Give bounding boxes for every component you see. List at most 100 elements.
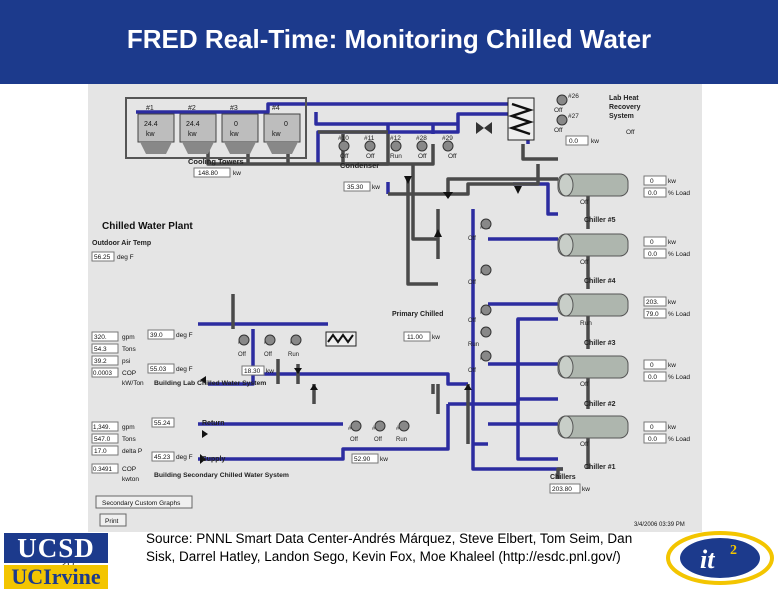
condenser-label: Condenser: [340, 161, 379, 170]
svg-text:Tons: Tons: [122, 436, 136, 443]
svg-text:#12: #12: [390, 135, 401, 142]
pump-icon: [480, 218, 492, 230]
svg-text:Run: Run: [288, 352, 299, 358]
primary-kw: 11.00: [407, 334, 423, 341]
svg-text:0.0: 0.0: [648, 251, 657, 258]
svg-text:#27: #27: [568, 113, 579, 120]
calit2-logo: it 2: [666, 531, 774, 585]
pipes: [136, 102, 590, 479]
svg-text:1,349.: 1,349.: [93, 424, 110, 431]
uci-logo: UCIrvine: [4, 565, 108, 589]
svg-text:% Load: % Load: [668, 190, 690, 197]
svg-text:Off: Off: [340, 153, 349, 160]
cooling-tower: #3 0 kw: [221, 105, 259, 154]
chiller-name: Chiller #4: [584, 278, 616, 285]
svg-text:Run: Run: [580, 320, 592, 327]
tower-kw: kw: [146, 131, 156, 138]
svg-text:kw: kw: [582, 486, 590, 493]
svg-text:kwton: kwton: [122, 476, 139, 483]
tower-value: 0: [284, 121, 288, 128]
condenser-pumps: #10 Off #11 Off #12 Run #28 Off #29 Off: [338, 135, 457, 160]
chiller-name: Chiller #1: [584, 464, 616, 471]
chillers-kw: 203.80: [552, 486, 572, 493]
svg-text:Off: Off: [468, 236, 476, 242]
lab-heat-kw: 0.0: [569, 138, 578, 145]
svg-text:17.0: 17.0: [94, 448, 107, 455]
svg-text:% Load: % Load: [668, 311, 690, 318]
plant-title: Chilled Water Plant: [102, 221, 193, 232]
tower-name: #3: [230, 105, 238, 112]
lab-kw: 18.30: [244, 368, 261, 375]
pump-icon: [480, 304, 492, 316]
svg-text:deg F: deg F: [176, 454, 193, 461]
chiller: Off Chiller #2 0 kw 0.0 % Load: [557, 355, 690, 408]
chillers-label: Chillers: [550, 474, 576, 481]
lab-chilled-water-system: 320. gpm 54.3 Tons 39.2 psi 0.0003 COP k…: [91, 329, 357, 387]
lab-supply-temp: 39.0: [150, 332, 163, 339]
print-button[interactable]: Print: [99, 513, 127, 527]
svg-text:#29: #29: [442, 135, 453, 142]
chiller: Off Chiller #1 0 kw 0.0 % Load: [557, 415, 690, 471]
tower-kw: kw: [188, 131, 198, 138]
svg-text:Off: Off: [418, 153, 427, 160]
secondary-chilled-water-system: 1,349. gpm 547.0 Tons 17.0 delta P 0.349…: [91, 417, 410, 483]
cooling-tower: #2 24.4 kw: [179, 105, 217, 154]
svg-text:Tons: Tons: [122, 346, 136, 353]
svg-text:it: it: [700, 545, 715, 574]
svg-text:kw: kw: [591, 138, 599, 145]
svg-text:Off: Off: [626, 129, 635, 136]
svg-text:#28: #28: [416, 135, 427, 142]
flow-arrows: [200, 176, 522, 464]
chillers: Off Chiller #5 0 kw 0.0 % Load Off Chill…: [557, 173, 690, 471]
svg-text:deg F: deg F: [176, 366, 193, 373]
secondary-graphs-label: Secondary Custom Graphs: [102, 500, 181, 507]
cooling-tower: #1 24.4 kw: [137, 105, 175, 154]
chiller-name: Chiller #5: [584, 217, 616, 224]
pump-icon: [238, 334, 250, 346]
svg-text:COP: COP: [122, 466, 136, 473]
svg-text:deg F: deg F: [117, 254, 134, 261]
svg-text:Off: Off: [468, 280, 476, 286]
svg-text:Off: Off: [554, 107, 563, 114]
pump-icon: [350, 420, 362, 432]
svg-text:Off: Off: [580, 441, 589, 448]
chiller-name: Chiller #2: [584, 401, 616, 408]
tower-name: #2: [188, 105, 196, 112]
svg-text:203.: 203.: [646, 299, 659, 306]
title-bar: FRED Real-Time: Monitoring Chilled Water: [0, 0, 778, 84]
svg-text:Run: Run: [468, 342, 479, 348]
outdoor-label: Outdoor Air Temp: [92, 240, 151, 247]
tower-value: 24.4: [144, 121, 158, 128]
pump-icon: [556, 94, 568, 106]
svg-text:kw: kw: [380, 456, 388, 463]
valve-icon: [476, 122, 492, 134]
tower-value: 0: [234, 121, 238, 128]
secondary-graphs-button[interactable]: Secondary Custom Graphs: [95, 495, 193, 509]
pump-icon: [480, 264, 492, 276]
svg-text:% Load: % Load: [668, 436, 690, 443]
chilled-water-plant-diagram: #1 24.4 kw #2 24.4 kw #3 0 kw #4 0 kw C: [88, 84, 702, 532]
lab-return-temp: 55.03: [150, 366, 167, 373]
cooling-towers-label: Cooling Towers: [188, 157, 244, 166]
svg-text:kw: kw: [668, 239, 676, 246]
svg-text:Off: Off: [468, 318, 476, 324]
cooling-tower-kw: 148.80: [198, 170, 218, 177]
svg-text:gpm: gpm: [122, 424, 135, 431]
primary-pumps: #31 Off #30 Off #3 Off #2 Run #1 Off: [468, 218, 492, 374]
heat-exchanger-icon: [507, 97, 535, 141]
svg-text:% Load: % Load: [668, 251, 690, 258]
svg-text:% Load: % Load: [668, 374, 690, 381]
slide-title: FRED Real-Time: Monitoring Chilled Water: [126, 24, 652, 54]
pump-icon: [264, 334, 276, 346]
pump-icon: [416, 140, 428, 152]
pump-icon: [374, 420, 386, 432]
svg-text:Run: Run: [390, 153, 402, 160]
svg-text:Off: Off: [238, 352, 246, 358]
svg-text:Run: Run: [396, 437, 407, 443]
tower-name: #4: [272, 105, 280, 112]
supply-label: Supply: [202, 456, 225, 463]
svg-text:deg F: deg F: [176, 332, 193, 339]
pump-icon: [398, 420, 410, 432]
svg-text:COP: COP: [122, 370, 136, 377]
svg-text:Off: Off: [366, 153, 375, 160]
